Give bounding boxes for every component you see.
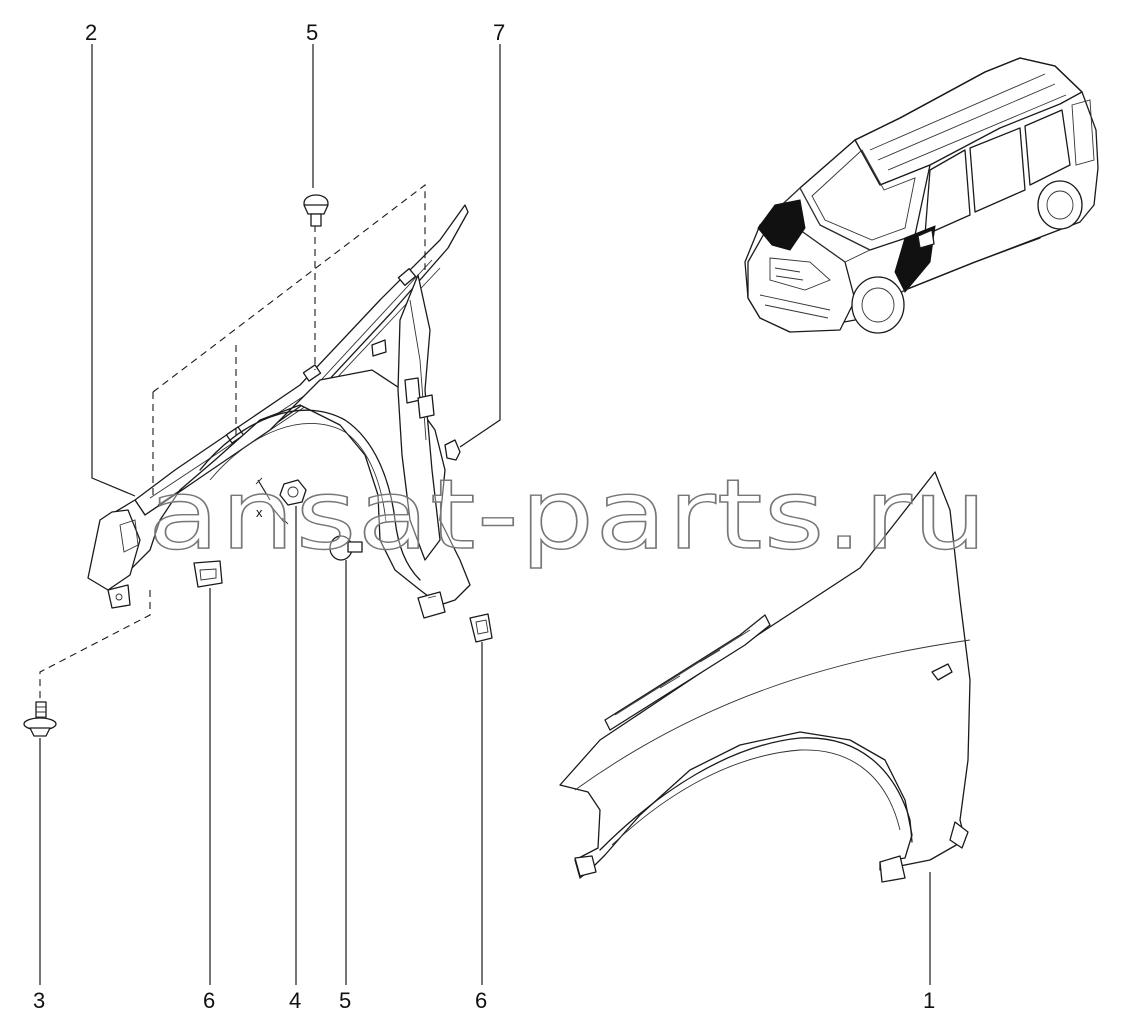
bolt-part-5-lower [329,535,363,561]
nut-part-4 [279,479,307,506]
callout-6-right: 6 [475,988,487,1013]
callout-1: 1 [923,988,935,1013]
bolt-part-5-top [303,194,329,227]
callout-6-left: 6 [203,988,215,1013]
assembly-lines [39,183,426,700]
cage-nut-part-6-right [469,613,493,643]
dimension-label: x [256,505,263,520]
callout-2: 2 [85,20,97,45]
callout-5-bottom: 5 [339,988,351,1013]
callout-4: 4 [289,988,301,1013]
callout-5-top: 5 [306,20,318,45]
bolt-part-3 [23,701,57,737]
watermark-text: ansat-parts.ru [148,459,988,571]
fender-highlight-left [757,199,806,251]
callout-7: 7 [493,20,505,45]
callout-3: 3 [33,988,45,1013]
callout-labels: 2 5 7 3 6 4 5 6 1 [33,20,935,1013]
clip-part-7 [444,439,461,461]
leader-lines [39,44,931,985]
front-fender-part-1 [559,471,971,883]
fender-exploded-view [87,204,471,619]
car-illustration [744,57,1099,334]
cage-nut-part-6-left [193,560,223,588]
dimension-x: x [255,477,289,525]
